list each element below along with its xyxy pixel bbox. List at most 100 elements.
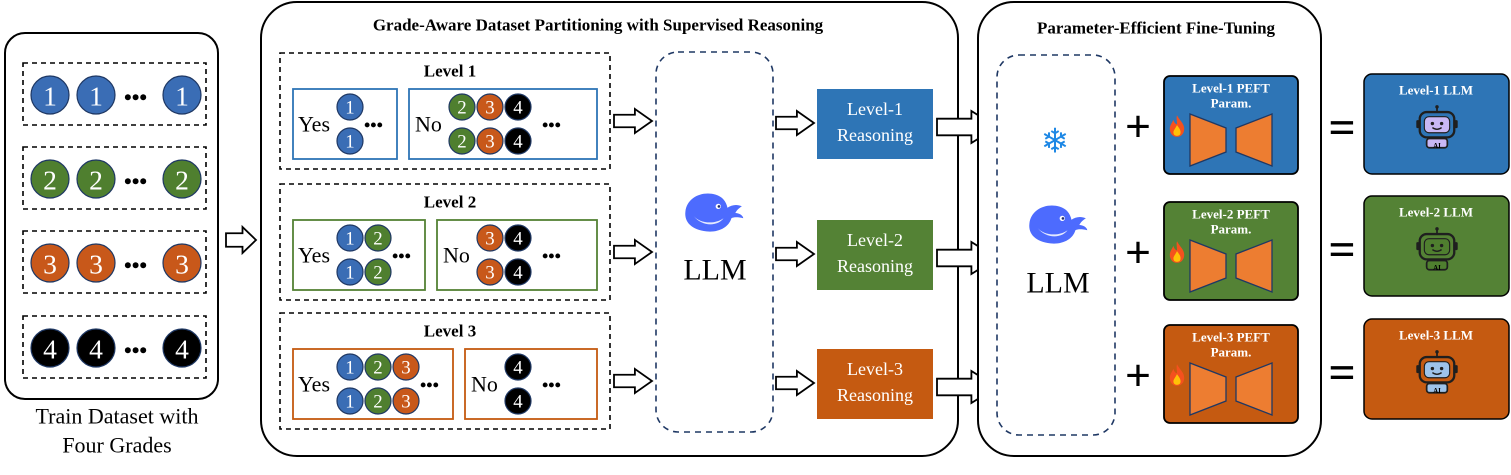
level-box	[279, 52, 611, 170]
yes-token-circle	[364, 387, 392, 415]
yes-token-label: 2	[373, 392, 382, 413]
grade-token-label: 3	[89, 249, 103, 280]
no-token: 4	[504, 93, 532, 121]
grade-token-circle	[30, 75, 70, 115]
no-token-circle	[504, 224, 532, 252]
grade-token-label: 3	[43, 249, 57, 280]
yes-token-circle	[392, 387, 420, 415]
no-group-box	[408, 88, 598, 160]
no-label: No	[415, 112, 442, 137]
yes-token: 3	[392, 387, 420, 415]
no-token: 4	[504, 387, 532, 415]
yes-label: Yes	[298, 372, 330, 397]
grade-row-2	[22, 146, 207, 210]
yes-token: 1	[336, 353, 364, 381]
frozen-llm-label: LLM	[1026, 267, 1089, 300]
no-token-label: 4	[513, 98, 523, 119]
plus-sign: +	[1125, 227, 1151, 278]
no-token: 4	[504, 127, 532, 155]
no-token: 4	[504, 224, 532, 252]
reasoning-line1: Level-3	[847, 359, 903, 379]
no-token-label: 4	[513, 358, 523, 379]
yes-label: Yes	[298, 112, 330, 137]
peft-title: Parameter-Efficient Fine-Tuning	[1037, 19, 1276, 38]
reasoning-box-level-2	[817, 220, 933, 290]
no-token-circle	[476, 93, 504, 121]
no-token-circle	[504, 93, 532, 121]
yes-token-label: 1	[345, 229, 354, 250]
reasoning-line2: Reasoning	[837, 385, 913, 405]
yes-token: 2	[364, 353, 392, 381]
no-group-box	[464, 348, 598, 420]
no-token-label: 3	[485, 132, 494, 153]
output-llm-label: Level-1 LLM	[1399, 83, 1473, 98]
no-token: 3	[476, 93, 504, 121]
no-token: 2	[448, 127, 476, 155]
grade-token: 3	[76, 243, 116, 283]
grade-token: 1	[30, 75, 70, 115]
grade-token: 4	[76, 328, 116, 368]
no-token-circle	[504, 353, 532, 381]
no-token-circle	[504, 387, 532, 415]
grade-row-4	[22, 315, 207, 379]
flow-arrow	[613, 238, 654, 266]
partition-panel	[260, 1, 959, 457]
frozen-llm-box	[996, 54, 1116, 436]
grade-token-circle	[76, 328, 116, 368]
ellipsis: •••	[420, 375, 439, 395]
equals-sign: =	[1328, 347, 1355, 400]
yes-token: 1	[336, 127, 364, 155]
yes-label: Yes	[298, 243, 330, 268]
grade-token-label: 4	[89, 334, 103, 365]
yes-token: 2	[364, 224, 392, 252]
no-token: 4	[504, 353, 532, 381]
grade-token: 2	[30, 159, 70, 199]
adapter-down-projection	[1189, 113, 1227, 167]
partition-title: Grade-Aware Dataset Partitioning with Su…	[373, 16, 824, 35]
grade-token: 1	[162, 75, 202, 115]
peft-param-line1: Level-1 PEFT	[1192, 81, 1270, 96]
grade-token: 1	[76, 75, 116, 115]
train-dataset-panel	[4, 32, 219, 400]
no-token-circle	[476, 127, 504, 155]
yes-group-box	[292, 348, 454, 420]
grade-token-label: 2	[175, 165, 189, 196]
reasoning-line2: Reasoning	[837, 256, 913, 276]
ellipsis: •••	[542, 115, 561, 135]
robot-badge: AI	[1433, 387, 1441, 395]
train-caption-line1: Train Dataset with	[36, 404, 199, 429]
grade-token: 2	[76, 159, 116, 199]
no-token-label: 4	[513, 229, 523, 250]
no-token-circle	[448, 93, 476, 121]
no-token: 3	[476, 258, 504, 286]
grade-token-circle	[162, 75, 202, 115]
reasoning-line1: Level-1	[847, 99, 903, 119]
ellipsis: •••	[124, 85, 147, 110]
grade-token-circle	[30, 328, 70, 368]
reasoning-box-level-1	[817, 89, 933, 159]
output-llm-label: Level-2 LLM	[1399, 205, 1473, 220]
adapter-down-projection	[1189, 362, 1227, 416]
yes-token-circle	[364, 353, 392, 381]
ellipsis: •••	[392, 246, 411, 266]
flow-arrow	[775, 240, 816, 268]
reasoning-line1: Level-2	[847, 230, 903, 250]
no-label: No	[471, 372, 498, 397]
grade-token-label: 2	[89, 165, 103, 196]
no-group-box	[436, 219, 598, 291]
no-token-label: 4	[513, 263, 523, 284]
equals-sign: =	[1328, 224, 1355, 277]
grade-token-circle	[162, 159, 202, 199]
adapter-up-projection	[1235, 239, 1273, 293]
no-token-circle	[504, 127, 532, 155]
level-box	[279, 183, 611, 301]
grade-token-label: 1	[175, 81, 189, 112]
grade-token-circle	[76, 75, 116, 115]
yes-token-circle	[336, 127, 364, 155]
output-llm-label: Level-3 LLM	[1399, 328, 1473, 343]
reasoning-line2: Reasoning	[837, 125, 913, 145]
peft-param-line1: Level-2 PEFT	[1192, 207, 1270, 222]
plus-sign: +	[1125, 101, 1151, 152]
grade-row-1	[22, 62, 207, 126]
